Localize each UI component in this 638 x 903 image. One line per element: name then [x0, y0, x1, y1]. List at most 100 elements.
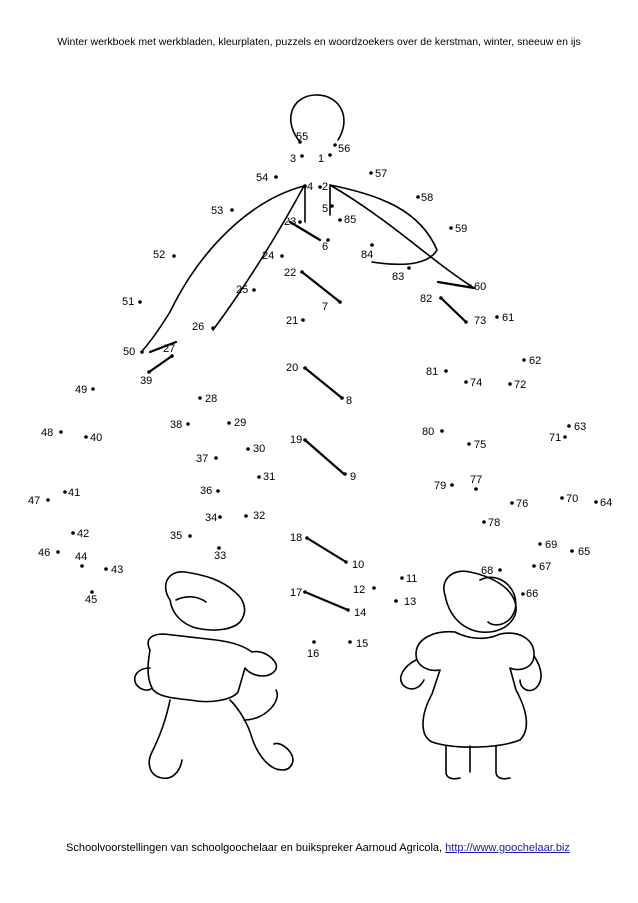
dot-point [407, 266, 411, 270]
dot-15: 15 [348, 638, 368, 650]
dot-74: 74 [464, 377, 482, 389]
dot-number: 61 [502, 312, 514, 324]
dot-number: 19 [290, 434, 302, 446]
dot-point [464, 380, 468, 384]
dot-23: 23 [284, 216, 302, 228]
dot-point [439, 296, 443, 300]
dot-number: 60 [474, 281, 486, 293]
dot-81: 81 [426, 366, 448, 378]
dot-7: 7 [322, 300, 342, 313]
dot-point [274, 175, 278, 179]
dot-number: 78 [488, 517, 500, 529]
dot-75: 75 [467, 439, 486, 451]
dot-number: 84 [361, 249, 373, 261]
dot-point [84, 435, 88, 439]
dot-72: 72 [508, 379, 526, 391]
dot-point [560, 496, 564, 500]
dot-point [217, 546, 221, 550]
dot-number: 7 [322, 301, 328, 313]
dot-number: 81 [426, 366, 438, 378]
dot-number: 31 [263, 471, 275, 483]
footer-link[interactable]: http://www.goochelaar.biz [445, 842, 570, 854]
dot-47: 47 [28, 495, 50, 507]
dot-point [71, 531, 75, 535]
dot-number: 38 [170, 419, 182, 431]
dot-34: 34 [205, 512, 222, 524]
dot-point [464, 320, 468, 324]
dot-78: 78 [482, 517, 500, 529]
dot-38: 38 [170, 419, 190, 431]
dot-number: 85 [344, 214, 356, 226]
dot-point [300, 270, 304, 274]
dot-31: 31 [257, 471, 275, 483]
dot-point [521, 592, 525, 596]
dot-number: 41 [68, 487, 80, 499]
dot-number: 52 [153, 249, 165, 261]
dot-43: 43 [104, 564, 123, 576]
dot-number: 51 [122, 296, 134, 308]
dot-number: 25 [236, 284, 248, 296]
dot-point [338, 300, 342, 304]
dot-number: 48 [41, 427, 53, 439]
dot-point [305, 536, 309, 540]
dot-number: 76 [516, 498, 528, 510]
dot-61: 61 [495, 312, 514, 324]
dot-37: 37 [196, 453, 218, 465]
dot-point [467, 442, 471, 446]
dot-point [227, 421, 231, 425]
dot-25: 25 [236, 284, 256, 296]
dot-number: 14 [354, 607, 366, 619]
dot-point [312, 640, 316, 644]
dot-number: 72 [514, 379, 526, 391]
dot-32: 32 [244, 510, 265, 522]
dot-number: 80 [422, 426, 434, 438]
dot-55: 55 [296, 131, 308, 144]
dot-point [449, 226, 453, 230]
dot-point [147, 370, 151, 374]
dot-53: 53 [211, 205, 234, 217]
dot-6: 6 [322, 238, 330, 253]
dot-point [510, 501, 514, 505]
dot-point [298, 220, 302, 224]
dot-67: 67 [532, 561, 551, 573]
dot-point [211, 326, 215, 330]
dot-64: 64 [594, 497, 612, 509]
dot-77: 77 [470, 474, 482, 491]
dot-number: 21 [286, 315, 298, 327]
dot-1: 1 [318, 153, 332, 165]
dot-number: 5 [322, 203, 328, 215]
dot-point [170, 354, 174, 358]
dot-point [303, 438, 307, 442]
dot-3: 3 [290, 153, 304, 165]
dot-point [140, 350, 144, 354]
dot-point [330, 204, 334, 208]
dot-50: 50 [123, 346, 144, 358]
dot-point [230, 208, 234, 212]
dot-51: 51 [122, 296, 142, 308]
page-footer: Schoolvoorstellingen van schoolgoochelaa… [66, 842, 626, 854]
dot-point [340, 396, 344, 400]
dot-60: 60 [468, 281, 486, 293]
dot-number: 29 [234, 417, 246, 429]
dot-number: 37 [196, 453, 208, 465]
dot-57: 57 [369, 168, 387, 180]
dot-point [328, 153, 332, 157]
dot-16: 16 [307, 640, 319, 660]
dot-point [257, 475, 261, 479]
dot-point [172, 254, 176, 258]
dot-number: 59 [455, 223, 467, 235]
dot-79: 79 [434, 480, 454, 492]
dot-point [563, 435, 567, 439]
dot-number: 40 [90, 432, 102, 444]
dot-56: 56 [333, 143, 350, 155]
dot-20: 20 [286, 362, 307, 374]
dot-71: 71 [549, 432, 567, 444]
dot-number: 27 [163, 343, 175, 355]
dot-point [450, 483, 454, 487]
dot-number: 50 [123, 346, 135, 358]
dot-number: 4 [307, 181, 313, 193]
dot-number: 56 [338, 143, 350, 155]
girl-illustration [400, 570, 542, 780]
dot-45: 45 [85, 590, 97, 606]
